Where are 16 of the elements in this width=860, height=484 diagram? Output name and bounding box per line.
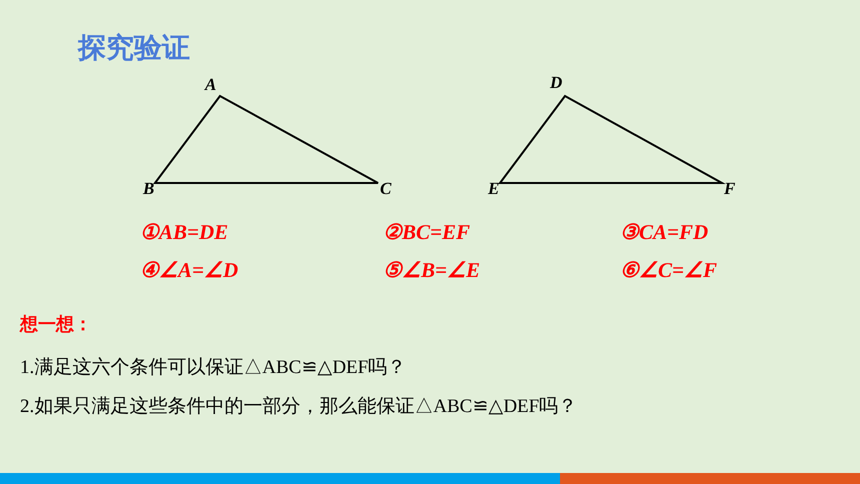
- vertex-label: B: [143, 180, 154, 197]
- question-text: 1.满足这六个条件可以保证△ABC≌△DEF吗？: [20, 358, 406, 377]
- question-text: 2.如果只满足这些条件中的一部分，那么能保证△ABC≌△DEF吗？: [20, 397, 578, 416]
- vertex-label: F: [724, 180, 736, 197]
- condition-text: ①AB=DE: [140, 222, 228, 243]
- condition-text: ③CA=FD: [620, 222, 708, 243]
- condition-text: ②BC=EF: [383, 222, 470, 243]
- vertex-label: A: [205, 76, 216, 93]
- condition-text: ⑥∠C=∠F: [620, 260, 717, 281]
- prompt-heading: 想一想：: [20, 316, 92, 334]
- title: 探究验证: [78, 34, 190, 62]
- vertex-label: C: [380, 180, 392, 197]
- condition-text: ⑤∠B=∠E: [383, 260, 480, 281]
- vertex-label: E: [488, 180, 500, 197]
- condition-text: ④∠A=∠D: [140, 260, 238, 281]
- vertex-label: D: [550, 74, 562, 91]
